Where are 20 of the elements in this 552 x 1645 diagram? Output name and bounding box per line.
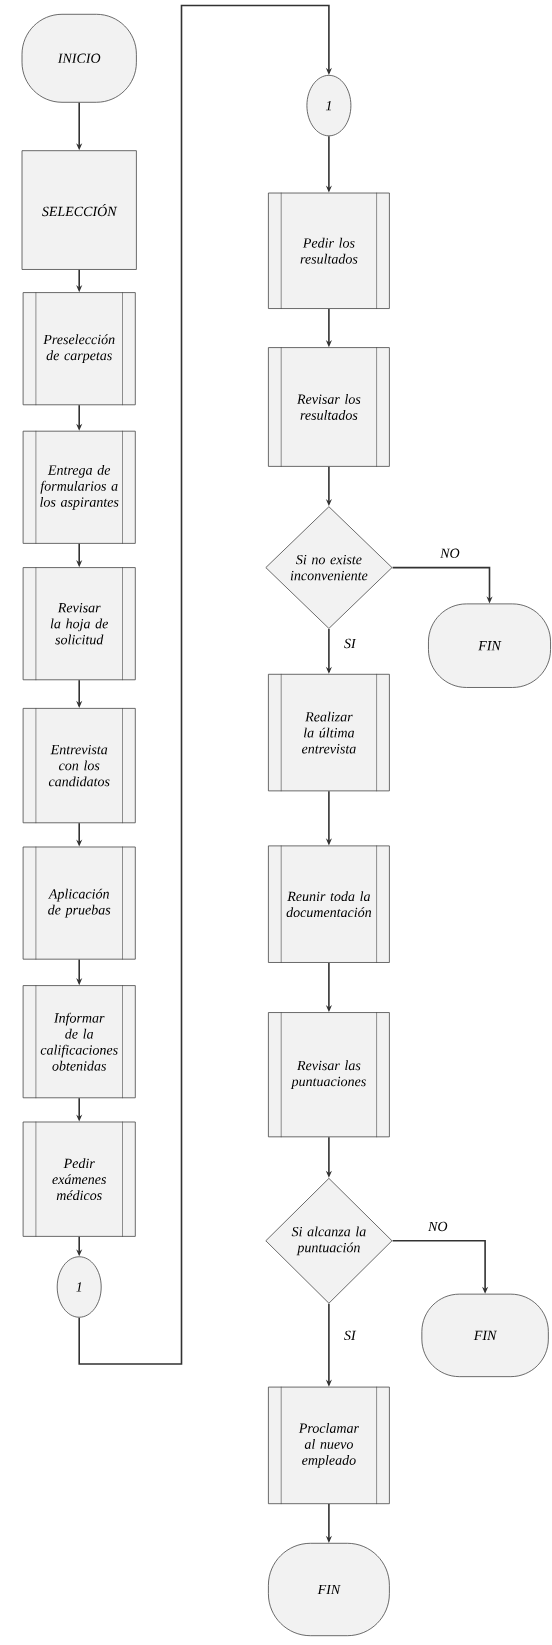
subprocess-box: Entrevista con los candidatos: [22, 707, 136, 824]
subprocess-box: Revisar los resultados: [268, 346, 390, 468]
subprocess-box: Aplicación de pruebas: [22, 846, 136, 960]
edge-label: NO: [439, 547, 461, 559]
subprocess-box: Pedir los resultados: [268, 192, 390, 310]
subprocess-box: Pedir exámenes médicos: [22, 1121, 136, 1238]
process-box: SELECCIÓN: [21, 150, 137, 270]
subprocess-box: Revisar la hoja de solicitud: [22, 566, 136, 681]
edge-label: NO: [427, 1220, 449, 1233]
edge-label: SI: [342, 637, 357, 650]
subprocess-box: Revisar las puntuaciones: [268, 1011, 390, 1138]
subprocess-box: Entrega de formularios a los aspirantes: [22, 430, 136, 545]
subprocess-box: Preselección de carpetas: [22, 291, 136, 406]
subprocess-box: Realizar la última entrevista: [268, 673, 390, 792]
edge-label: SI: [342, 1329, 357, 1342]
subprocess-box: Informar de la calificaciones obtenidas: [22, 984, 136, 1099]
subprocess-box: Reunir toda la documentación: [268, 845, 390, 964]
arrow: [78, 4, 332, 1365]
subprocess-box: Proclamar al nuevo empleado: [268, 1386, 390, 1505]
arrow: [76, 679, 83, 708]
